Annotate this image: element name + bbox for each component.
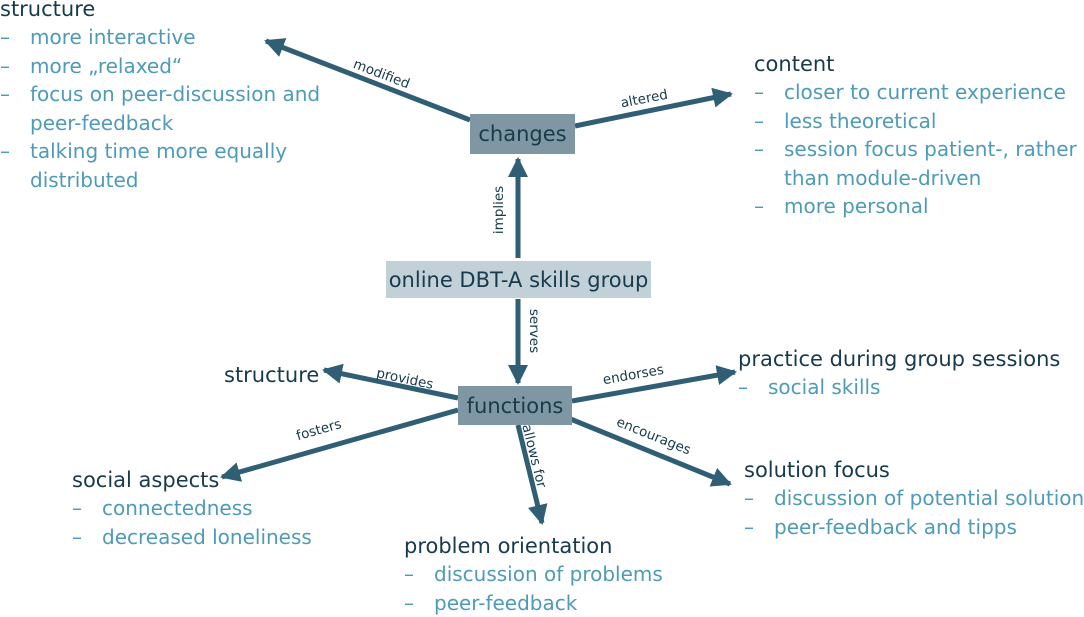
dash-marker: – bbox=[72, 494, 102, 523]
list-item-text: focus on peer-discussion and bbox=[30, 80, 320, 109]
label-allows-for: allows for bbox=[518, 423, 549, 490]
list-item: –more interactive bbox=[0, 23, 320, 52]
group-items: –discussion of potential solutions–peer-… bbox=[744, 484, 1084, 541]
list-item-text: session focus patient-, rather bbox=[784, 135, 1077, 164]
list-item: distributed bbox=[0, 166, 320, 195]
list-item-text: social skills bbox=[768, 373, 880, 402]
list-item: –social skills bbox=[738, 373, 1060, 402]
group-heading: practice during group sessions bbox=[738, 345, 1060, 373]
dash-marker: – bbox=[404, 560, 434, 589]
dash-marker bbox=[754, 164, 784, 193]
list-item: –peer-feedback bbox=[404, 589, 663, 617]
list-item: –focus on peer-discussion and bbox=[0, 80, 320, 109]
group-solution-focus: solution focus –discussion of potential … bbox=[744, 456, 1084, 541]
list-item: peer-feedback bbox=[0, 109, 320, 138]
dash-marker: – bbox=[404, 589, 434, 617]
list-item-text: closer to current experience bbox=[784, 78, 1066, 107]
list-item-text: more personal bbox=[784, 192, 929, 221]
list-item: –decreased loneliness bbox=[72, 523, 312, 552]
group-items: –closer to current experience–less theor… bbox=[754, 78, 1077, 221]
node-changes: changes bbox=[470, 114, 575, 154]
list-item: than module-driven bbox=[754, 164, 1077, 193]
list-item: –talking time more equally bbox=[0, 137, 320, 166]
dash-marker: – bbox=[0, 52, 30, 81]
group-practice: practice during group sessions –social s… bbox=[738, 345, 1060, 402]
group-heading: content bbox=[754, 50, 1077, 78]
list-item: –discussion of potential solutions bbox=[744, 484, 1084, 513]
dash-marker bbox=[0, 109, 30, 138]
dash-marker: – bbox=[0, 80, 30, 109]
dash-marker: – bbox=[0, 137, 30, 166]
dash-marker: – bbox=[0, 23, 30, 52]
dash-marker bbox=[0, 166, 30, 195]
dash-marker: – bbox=[754, 107, 784, 136]
dash-marker: – bbox=[744, 484, 774, 513]
list-item-text: decreased loneliness bbox=[102, 523, 312, 552]
list-item: –less theoretical bbox=[754, 107, 1077, 136]
group-structure-functions: structure bbox=[224, 361, 319, 389]
list-item: –discussion of problems bbox=[404, 560, 663, 589]
dash-marker: – bbox=[744, 513, 774, 542]
group-social-aspects: social aspects –connectedness–decreased … bbox=[72, 466, 312, 551]
list-item-text: peer-feedback bbox=[30, 109, 173, 138]
node-functions: functions bbox=[458, 386, 572, 425]
group-heading: structure bbox=[224, 361, 319, 389]
list-item: –peer-feedback and tipps bbox=[744, 513, 1084, 542]
list-item-text: than module-driven bbox=[784, 164, 981, 193]
list-item: –connectedness bbox=[72, 494, 312, 523]
group-heading: structure bbox=[0, 0, 320, 23]
group-heading: solution focus bbox=[744, 456, 1084, 484]
label-serves: serves bbox=[526, 309, 542, 353]
list-item: –more personal bbox=[754, 192, 1077, 221]
group-heading: problem orientation bbox=[404, 532, 663, 560]
node-online-dbt-a-skills-group: online DBT-A skills group bbox=[386, 261, 651, 298]
list-item: –session focus patient-, rather bbox=[754, 135, 1077, 164]
dash-marker: – bbox=[754, 192, 784, 221]
list-item: –closer to current experience bbox=[754, 78, 1077, 107]
group-items: –connectedness–decreased loneliness bbox=[72, 494, 312, 551]
label-implies: implies bbox=[491, 186, 507, 234]
list-item-text: more „relaxed“ bbox=[30, 52, 182, 81]
dash-marker: – bbox=[738, 373, 768, 402]
list-item: –more „relaxed“ bbox=[0, 52, 320, 81]
list-item-text: talking time more equally bbox=[30, 137, 287, 166]
dash-marker: – bbox=[72, 523, 102, 552]
group-problem-orientation: problem orientation –discussion of probl… bbox=[404, 532, 663, 617]
list-item-text: more interactive bbox=[30, 23, 196, 52]
group-heading: social aspects bbox=[72, 466, 312, 494]
list-item-text: distributed bbox=[30, 166, 139, 195]
dash-marker: – bbox=[754, 135, 784, 164]
list-item-text: peer-feedback bbox=[434, 589, 577, 617]
dash-marker: – bbox=[754, 78, 784, 107]
list-item-text: discussion of problems bbox=[434, 560, 663, 589]
list-item-text: peer-feedback and tipps bbox=[774, 513, 1017, 542]
list-item-text: connectedness bbox=[102, 494, 253, 523]
label-fosters: fosters bbox=[294, 416, 343, 444]
group-content: content –closer to current experience–le… bbox=[754, 50, 1077, 221]
group-items: –more interactive–more „relaxed“–focus o… bbox=[0, 23, 320, 194]
list-item-text: less theoretical bbox=[784, 107, 936, 136]
group-items: –discussion of problems–peer-feedback bbox=[404, 560, 663, 617]
list-item-text: discussion of potential solutions bbox=[774, 484, 1084, 513]
group-structure-changes: structure –more interactive–more „relaxe… bbox=[0, 0, 320, 194]
group-items: –social skills bbox=[738, 373, 1060, 402]
